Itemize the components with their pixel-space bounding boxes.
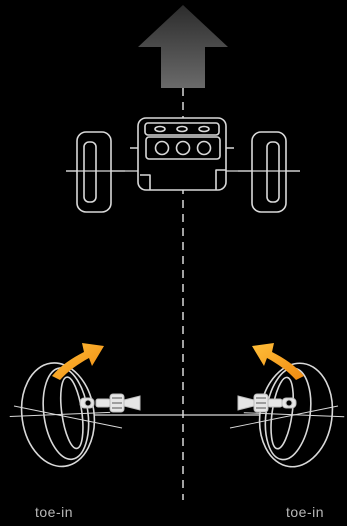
up-arrow-icon — [138, 5, 228, 88]
front-right-wheel — [238, 131, 300, 213]
curved-arrow-icon — [252, 343, 304, 380]
caption-left: toe-in — [35, 504, 74, 520]
front-left-wheel — [66, 131, 125, 213]
left-tie-rod — [79, 393, 141, 413]
engine-block-icon — [130, 117, 234, 191]
curved-arrow-icon — [52, 343, 104, 380]
rear-right-wheel — [243, 362, 345, 468]
right-tie-rod — [237, 393, 297, 413]
caption-right: toe-in — [286, 504, 325, 520]
